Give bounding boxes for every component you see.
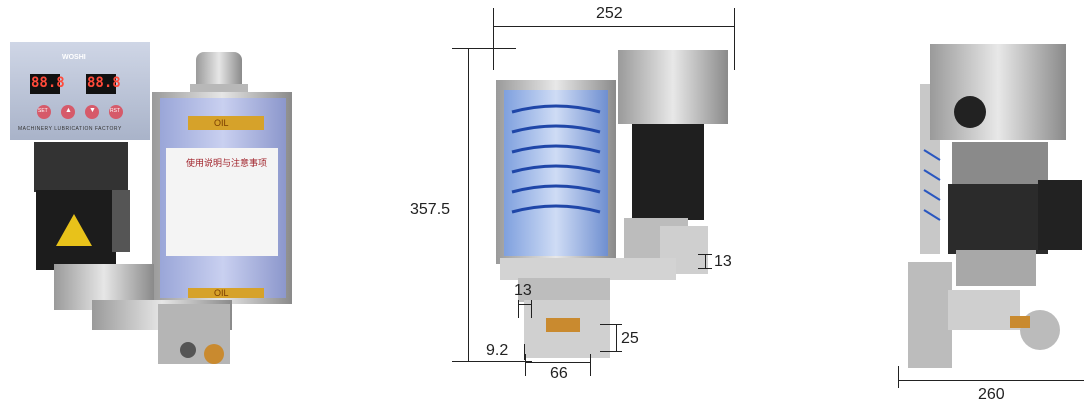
display-left: 88.8 xyxy=(31,75,65,91)
pump-front-illustration xyxy=(10,42,292,364)
dim-252-line xyxy=(493,26,734,27)
dim-13r-vert xyxy=(705,254,706,269)
dim-25-vert xyxy=(616,324,617,352)
controller-footer: MACHINERY LUBRICATION FACTORY xyxy=(18,126,122,132)
dim-25-bottom xyxy=(600,351,622,352)
dim-25-top xyxy=(600,324,622,325)
dim-mount-right: 13 xyxy=(714,253,732,270)
dim-66-line xyxy=(525,362,591,363)
dim-252-tick-right xyxy=(734,8,735,70)
dim-height-line xyxy=(468,48,469,362)
controller-button-down: ▼ xyxy=(89,107,96,114)
pump-rear-illustration xyxy=(908,44,1082,368)
controller-button-up: ▲ xyxy=(65,107,72,114)
dim-base-offset: 9.2 xyxy=(486,342,509,359)
dim-13l-horiz xyxy=(518,304,532,305)
dim-foot-spacing: 66 xyxy=(550,365,568,382)
dim-mount-left: 13 xyxy=(514,282,532,299)
dim-260-tick-left xyxy=(898,366,899,388)
dim-height-tick-top xyxy=(452,48,516,49)
controller-button-set: SET xyxy=(38,108,48,114)
dim-height-tick-bottom xyxy=(452,361,532,362)
product-photo-side: 252 357.5 13 13 25 9.2 66 xyxy=(400,0,760,406)
tank-oil-top: OIL xyxy=(214,118,229,128)
dim-height: 357.5 xyxy=(410,201,451,218)
dim-66-tick-left xyxy=(525,354,526,376)
dim-9-vert xyxy=(524,344,525,360)
product-photo-front: WOSHI 88.8 88.8 SET ▲ ▼ RST MACHINERY LU… xyxy=(0,0,300,406)
dim-width-top: 252 xyxy=(596,5,623,22)
controller-button-rst: RST xyxy=(110,108,120,114)
tank-oil-bottom: OIL xyxy=(214,288,229,298)
dim-depth: 260 xyxy=(978,386,1005,403)
dim-260-line xyxy=(898,380,1084,381)
pump-side-illustration xyxy=(496,50,728,358)
dim-13l-left xyxy=(518,300,519,318)
dim-13l-right xyxy=(531,300,532,318)
dim-252-tick-left xyxy=(493,8,494,70)
display-right: 88.8 xyxy=(87,75,121,91)
controller-brand: WOSHI xyxy=(62,54,86,61)
product-photo-rear: 260 xyxy=(880,0,1084,406)
dim-foot-height: 25 xyxy=(621,330,639,347)
tank-label-title: 使用说明与注意事项 xyxy=(186,158,268,168)
dim-66-tick-right xyxy=(590,354,591,376)
